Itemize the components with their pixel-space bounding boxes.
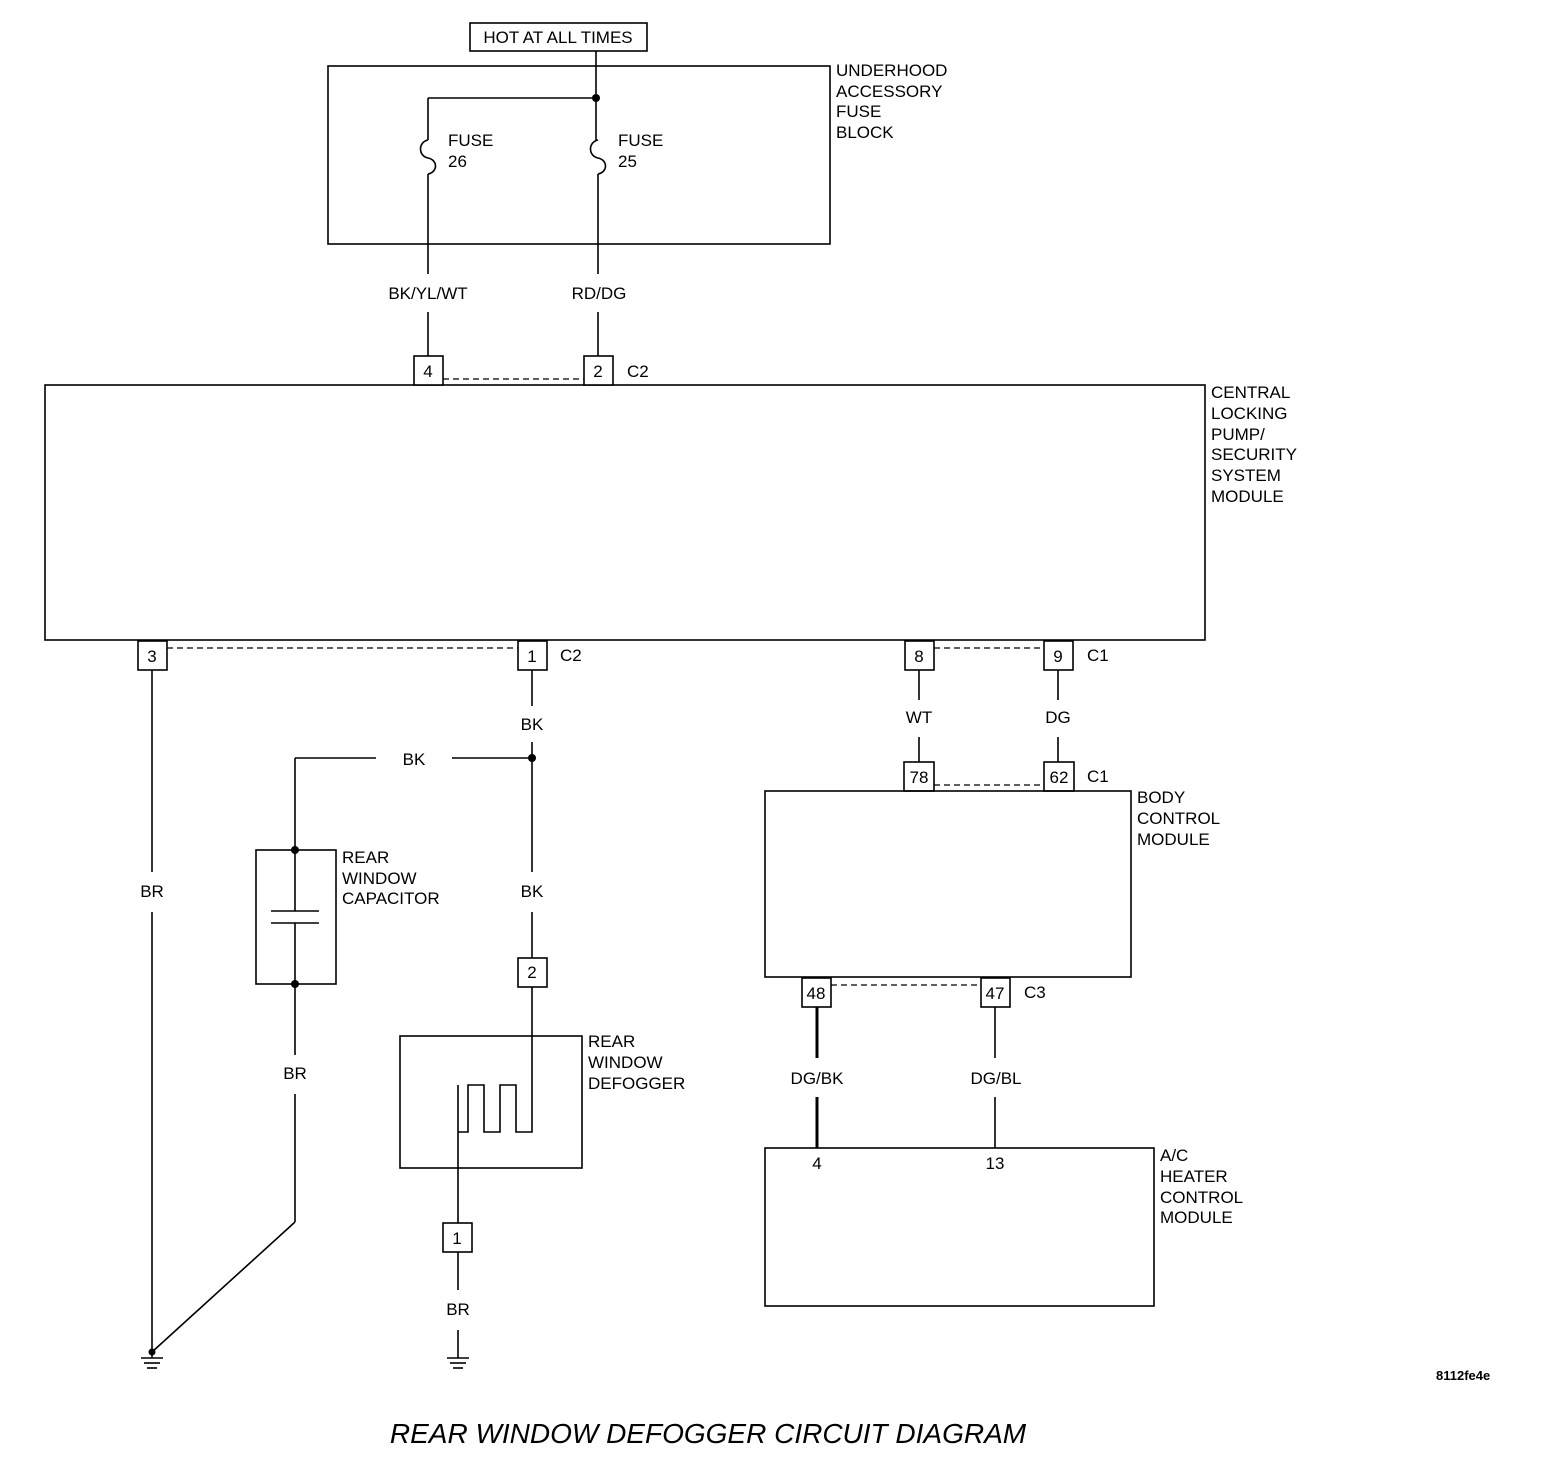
- connector-c3-bcm: C3: [1024, 983, 1046, 1002]
- pin-8-c1: 8: [904, 640, 935, 671]
- connector-c2-bottom: C2: [560, 646, 582, 665]
- heater-grid-icon: [457, 1036, 533, 1168]
- wire-color-br-defogger: BR: [446, 1300, 470, 1319]
- hvac-pin-4: 4: [812, 1154, 821, 1173]
- wire-color-dg: DG: [1045, 708, 1071, 727]
- svg-text:CONTROL: CONTROL: [1137, 809, 1220, 828]
- svg-text:CAPACITOR: CAPACITOR: [342, 889, 440, 908]
- svg-text:1: 1: [527, 647, 536, 666]
- wire-color-dg-bl: DG/BL: [970, 1069, 1021, 1088]
- underhood-fuse-block: FUSE 26 FUSE 25: [327, 65, 831, 245]
- svg-text:1: 1: [452, 1229, 461, 1248]
- bcm-pin-48: 48: [801, 977, 832, 1008]
- svg-text:4: 4: [423, 362, 432, 381]
- bcm-pin-78: 78: [903, 761, 935, 792]
- wire-color-bk-yl-wt: BK/YL/WT: [388, 284, 467, 303]
- svg-text:CONTROL: CONTROL: [1160, 1188, 1243, 1207]
- wire-color-wt: WT: [906, 708, 932, 727]
- fuse-25-number: 25: [618, 152, 637, 171]
- pin-9-c1: 9: [1043, 640, 1074, 671]
- pin-2-c2-top: 2: [583, 355, 614, 386]
- svg-text:LOCKING: LOCKING: [1211, 404, 1288, 423]
- ground-icon-defogger: [447, 1357, 469, 1369]
- svg-text:9: 9: [1053, 647, 1062, 666]
- svg-text:78: 78: [910, 768, 929, 787]
- svg-text:62: 62: [1050, 768, 1069, 787]
- hvac-pin-13: 13: [986, 1154, 1005, 1173]
- connector-c1-security: C1: [1087, 646, 1109, 665]
- pin-4-c2-top: 4: [413, 355, 444, 386]
- power-source-text: HOT AT ALL TIMES: [483, 28, 632, 47]
- defogger-pin-1: 1: [442, 1222, 473, 1253]
- svg-text:REAR: REAR: [588, 1032, 635, 1051]
- svg-text:MODULE: MODULE: [1137, 830, 1210, 849]
- svg-text:A/C: A/C: [1160, 1146, 1188, 1165]
- pin-3-c2: 3: [137, 640, 168, 671]
- security-system-module: [44, 384, 1206, 641]
- capacitor-label: REAR WINDOW CAPACITOR: [342, 848, 440, 908]
- fuse-25-icon: [589, 98, 607, 244]
- svg-text:ACCESSORY: ACCESSORY: [836, 82, 942, 101]
- diagram-title: REAR WINDOW DEFOGGER CIRCUIT DIAGRAM: [390, 1418, 1027, 1449]
- power-source-label: HOT AT ALL TIMES: [469, 22, 648, 52]
- svg-text:SECURITY: SECURITY: [1211, 445, 1297, 464]
- hvac-module-label: A/C HEATER CONTROL MODULE: [1160, 1146, 1243, 1227]
- svg-text:2: 2: [527, 963, 536, 982]
- ground-icon-left: [141, 1352, 163, 1369]
- connector-c2-top: C2: [627, 362, 649, 381]
- fuse-26-number: 26: [448, 152, 467, 171]
- svg-text:SYSTEM: SYSTEM: [1211, 466, 1281, 485]
- wire-color-br-left: BR: [140, 882, 164, 901]
- bcm-pin-47: 47: [980, 977, 1011, 1008]
- svg-text:DEFOGGER: DEFOGGER: [588, 1074, 685, 1093]
- svg-text:PUMP/: PUMP/: [1211, 425, 1265, 444]
- ac-heater-control-module: 4 13: [764, 1147, 1155, 1307]
- body-control-module: [764, 790, 1132, 978]
- svg-text:MODULE: MODULE: [1211, 487, 1284, 506]
- defogger-pin-2: 2: [517, 957, 548, 988]
- svg-text:HEATER: HEATER: [1160, 1167, 1228, 1186]
- wire-color-rd-dg: RD/DG: [572, 284, 627, 303]
- fuse-26-word: FUSE: [448, 131, 493, 150]
- svg-text:3: 3: [147, 647, 156, 666]
- bcm-pin-62: 62: [1043, 761, 1075, 792]
- svg-text:MODULE: MODULE: [1160, 1208, 1233, 1227]
- svg-text:FUSE: FUSE: [836, 102, 881, 121]
- svg-text:UNDERHOOD: UNDERHOOD: [836, 61, 947, 80]
- security-module-label: CENTRAL LOCKING PUMP/ SECURITY SYSTEM MO…: [1211, 383, 1297, 506]
- svg-text:REAR: REAR: [342, 848, 389, 867]
- figure-code: 8112fe4e: [1436, 1368, 1490, 1383]
- svg-text:CENTRAL: CENTRAL: [1211, 383, 1290, 402]
- defogger-label: REAR WINDOW DEFOGGER: [588, 1032, 685, 1093]
- fuse-26-icon: [419, 98, 437, 244]
- wire-color-br-capacitor: BR: [283, 1064, 307, 1083]
- svg-text:47: 47: [986, 984, 1005, 1003]
- wire-color-dg-bk: DG/BK: [791, 1069, 845, 1088]
- svg-text:2: 2: [593, 362, 602, 381]
- wire-color-bk-defogger: BK: [521, 882, 544, 901]
- svg-text:48: 48: [807, 984, 826, 1003]
- svg-text:8: 8: [914, 647, 923, 666]
- wire-color-bk-pin1: BK: [521, 715, 544, 734]
- fuse-block-label: UNDERHOOD ACCESSORY FUSE BLOCK: [836, 61, 947, 142]
- svg-text:BODY: BODY: [1137, 788, 1185, 807]
- svg-text:WINDOW: WINDOW: [342, 869, 417, 888]
- fuse-25-word: FUSE: [618, 131, 663, 150]
- svg-text:BLOCK: BLOCK: [836, 123, 894, 142]
- bcm-label: BODY CONTROL MODULE: [1137, 788, 1220, 849]
- wire-color-bk-capacitor: BK: [403, 750, 426, 769]
- svg-text:WINDOW: WINDOW: [588, 1053, 663, 1072]
- rear-window-capacitor: [255, 846, 337, 988]
- pin-1-c2: 1: [517, 640, 548, 671]
- connector-c1-bcm: C1: [1087, 767, 1109, 786]
- rear-window-defogger: [399, 1035, 583, 1169]
